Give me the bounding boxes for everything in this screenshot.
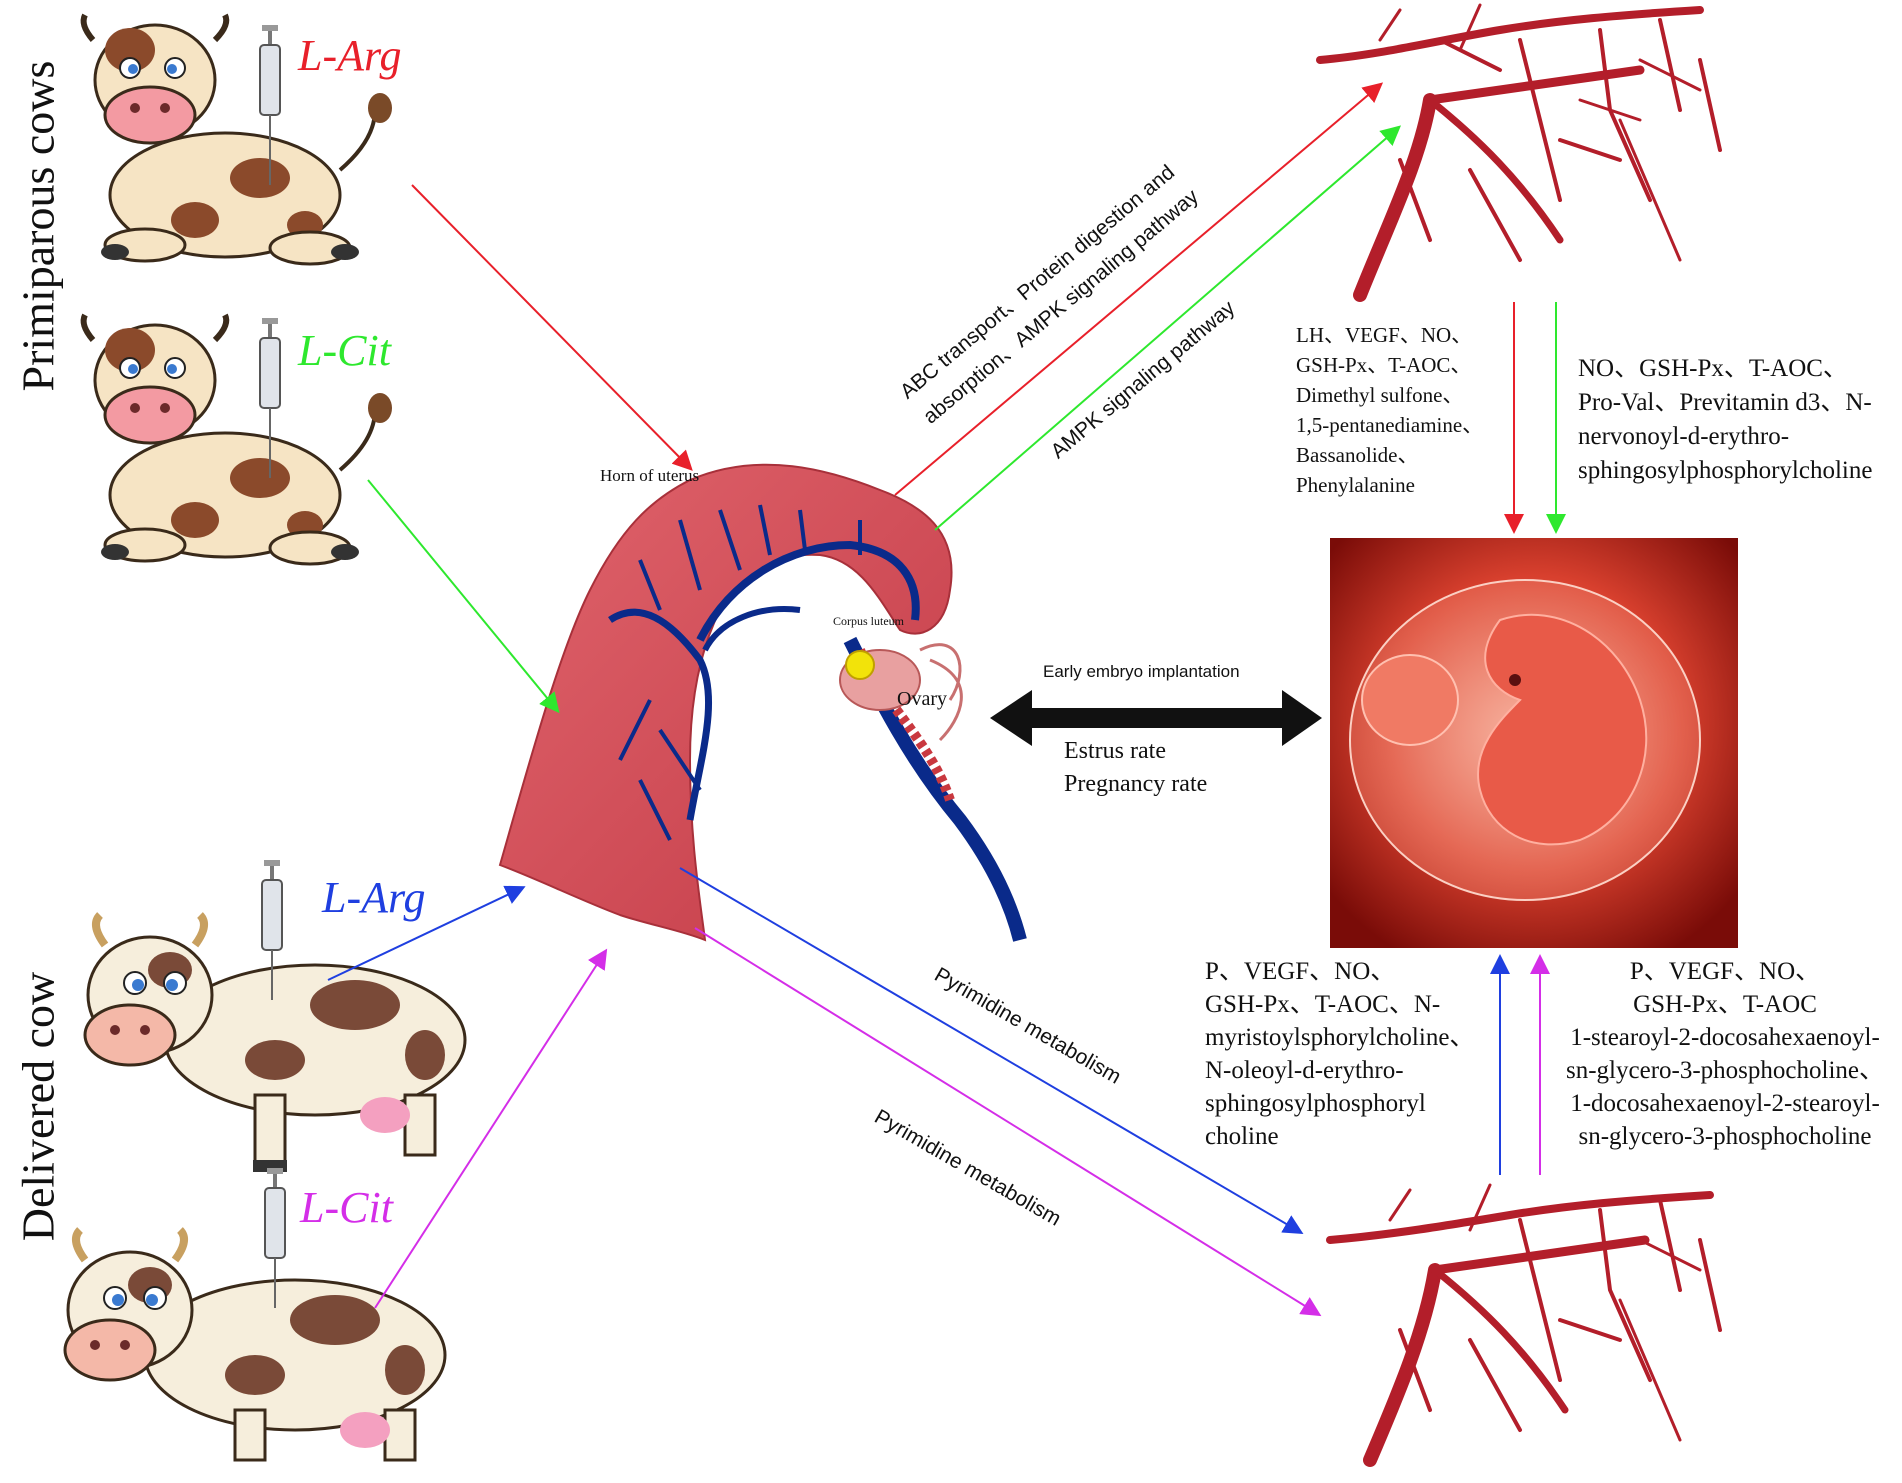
arrow-uterus-to-vessel-blue (679, 867, 1304, 1235)
syringe-primi-cit-icon (259, 318, 281, 478)
marker-item: P、VEGF、NO、 (1629, 958, 1821, 985)
marker-item: Bassanolide、 (1296, 443, 1419, 467)
marker-list-deliv-arg: P、VEGF、NO、 GSH-Px、T-AOC、N- myristoylspho… (1205, 955, 1474, 1153)
vessel-top-illustration (1316, 3, 1722, 302)
syringe-deliv-arg-icon (261, 860, 283, 1000)
marker-item: Phenylalanine (1296, 473, 1415, 497)
marker-item: myristoylsphorylcholine、 (1205, 1024, 1475, 1051)
arrow-primi-arg-to-uterus (411, 184, 693, 471)
marker-item: GSH-Px、T-AOC、 (1296, 353, 1472, 377)
marker-list-primi-cit: NO、GSH-Px、T-AOC、 Pro-Val、Previtamin d3、N… (1578, 352, 1872, 488)
arrow-primi-cit-to-uterus (367, 479, 560, 714)
horn-of-uterus-label: Horn of uterus (600, 466, 700, 485)
group-label-primiparous: Primiparous cows (12, 60, 64, 392)
treatment-label-deliv-cit: L-Cit (300, 1183, 393, 1232)
marker-item: sphingosylphosphorylcholine (1578, 457, 1873, 484)
cow-deliv-cit-icon (63, 1227, 447, 1462)
marker-item: N-oleoyl-d-erythro- (1205, 1057, 1404, 1084)
treatment-label-primi-cit: L-Cit (298, 326, 391, 375)
cow-deliv-arg-icon (83, 912, 467, 1172)
arrow-deliv-arg-to-uterus (327, 885, 526, 981)
marker-item: nervonoyl-d-erythro- (1578, 423, 1790, 450)
arrow-deliv-cit-to-uterus (374, 948, 608, 1309)
marker-list-primi-arg: LH、VEGF、NO、 GSH-Px、T-AOC、 Dimethyl sulfo… (1296, 320, 1483, 500)
marker-item: GSH-Px、T-AOC、N- (1205, 991, 1441, 1018)
treatment-label-deliv-arg: L-Arg (322, 873, 426, 922)
marker-item: GSH-Px、T-AOC (1633, 991, 1817, 1018)
marker-item: NO、GSH-Px、T-AOC、 (1578, 355, 1848, 382)
marker-item: 1,5-pentanediamine、 (1296, 413, 1484, 437)
embryo-illustration (1330, 538, 1738, 948)
syringe-deliv-cit-icon (264, 1168, 286, 1308)
pregnancy-rate-label: Pregnancy rate (1064, 771, 1208, 797)
marker-item: choline (1205, 1123, 1279, 1150)
estrus-rate-label: Estrus rate (1064, 738, 1166, 764)
implantation-label: Early embryo implantation (1043, 662, 1240, 681)
arrow-uterus-to-vessel-purple (694, 927, 1322, 1317)
corpus-luteum-label: Corpus luteum (833, 614, 904, 628)
cow-primi-arg-icon (80, 13, 392, 266)
arrow-uterus-to-vessel-green (934, 125, 1402, 531)
marker-item: Pro-Val、Previtamin d3、N- (1578, 389, 1872, 416)
double-arrow-implantation (990, 690, 1322, 746)
marker-item: Dimethyl sulfone、 (1296, 383, 1464, 407)
marker-item: 1-docosahexaenoyl-2-stearoyl- (1570, 1090, 1880, 1117)
syringe-primi-arg-icon (259, 25, 281, 185)
marker-item: P、VEGF、NO、 (1205, 958, 1396, 985)
uterus-illustration (498, 463, 1027, 942)
marker-item: sphingosylphosphoryl (1205, 1090, 1426, 1117)
marker-item: 1-stearoyl-2-docosahexaenoyl- (1570, 1024, 1880, 1051)
ovary-label: Ovary (897, 688, 947, 710)
marker-list-deliv-cit: P、VEGF、NO、 GSH-Px、T-AOC 1-stearoyl-2-doc… (1555, 955, 1895, 1153)
group-label-delivered: Delivered cow (12, 971, 64, 1242)
cow-primi-cit-icon (80, 313, 392, 566)
marker-item: sn-glycero-3-phosphocholine (1578, 1123, 1872, 1150)
vessel-bottom-illustration (1326, 1183, 1722, 1467)
arrow-uterus-to-vessel-red (894, 82, 1384, 496)
marker-item: sn-glycero-3-phosphocholine、 (1566, 1057, 1884, 1084)
marker-item: LH、VEGF、NO、 (1296, 323, 1473, 347)
treatment-label-primi-arg: L-Arg (298, 31, 402, 80)
